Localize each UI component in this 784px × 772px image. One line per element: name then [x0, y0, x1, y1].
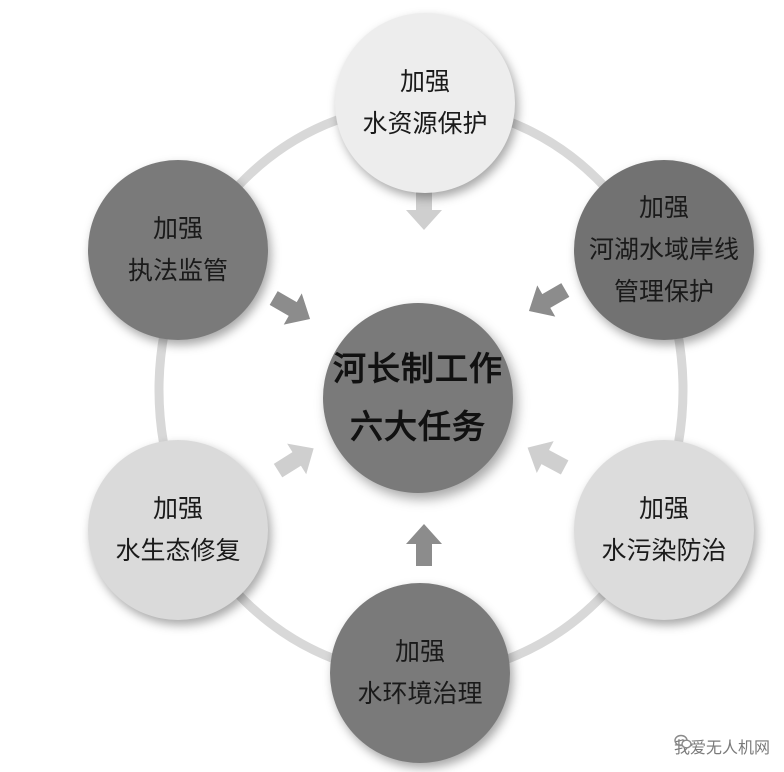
- node-label-line: 加强: [638, 494, 689, 523]
- watermark: 我爱无人机网: [674, 734, 770, 758]
- node-label-line: 水污染防治: [601, 536, 727, 565]
- node-water-resource-protection: 加强 水资源保护: [335, 13, 515, 193]
- node-label-line: 管理保护: [613, 277, 714, 306]
- node-label-line: 执法监管: [127, 256, 228, 285]
- node-label-line: 水生态修复: [115, 536, 241, 565]
- node-pollution-prevention: 加强 水污染防治: [574, 440, 754, 620]
- node-label-line: 加强: [399, 67, 450, 96]
- center-title-line2: 六大任务: [350, 407, 486, 446]
- node-label-line: 加强: [394, 637, 445, 666]
- arrow-icon: [273, 443, 314, 478]
- node-label-line: 加强: [638, 193, 689, 222]
- arrow-icon: [528, 283, 570, 317]
- arrow-icon: [406, 188, 442, 230]
- node-label-line: 河湖水域岸线: [588, 235, 739, 264]
- arrow-icon: [406, 524, 442, 566]
- node-label-line: 水资源保护: [362, 109, 488, 138]
- node-environment-governance: 加强 水环境治理: [330, 583, 510, 763]
- watermark-text: 我爱无人机网: [673, 738, 770, 757]
- node-label-line: 加强: [152, 214, 203, 243]
- center-title-line1: 河长制工作: [333, 349, 503, 388]
- chat-bubbles-icon: [674, 734, 692, 749]
- node-shoreline-management: 加强 河湖水域岸线 管理保护: [574, 160, 754, 340]
- center-task-circle: 河长制工作 六大任务: [323, 303, 513, 493]
- node-label-line: 水环境治理: [357, 679, 483, 708]
- arrow-icon: [269, 291, 311, 325]
- node-ecology-restoration: 加强 水生态修复: [88, 440, 268, 620]
- node-law-enforcement: 加强 执法监管: [88, 160, 268, 340]
- node-label-line: 加强: [152, 494, 203, 523]
- arrow-icon: [527, 441, 569, 475]
